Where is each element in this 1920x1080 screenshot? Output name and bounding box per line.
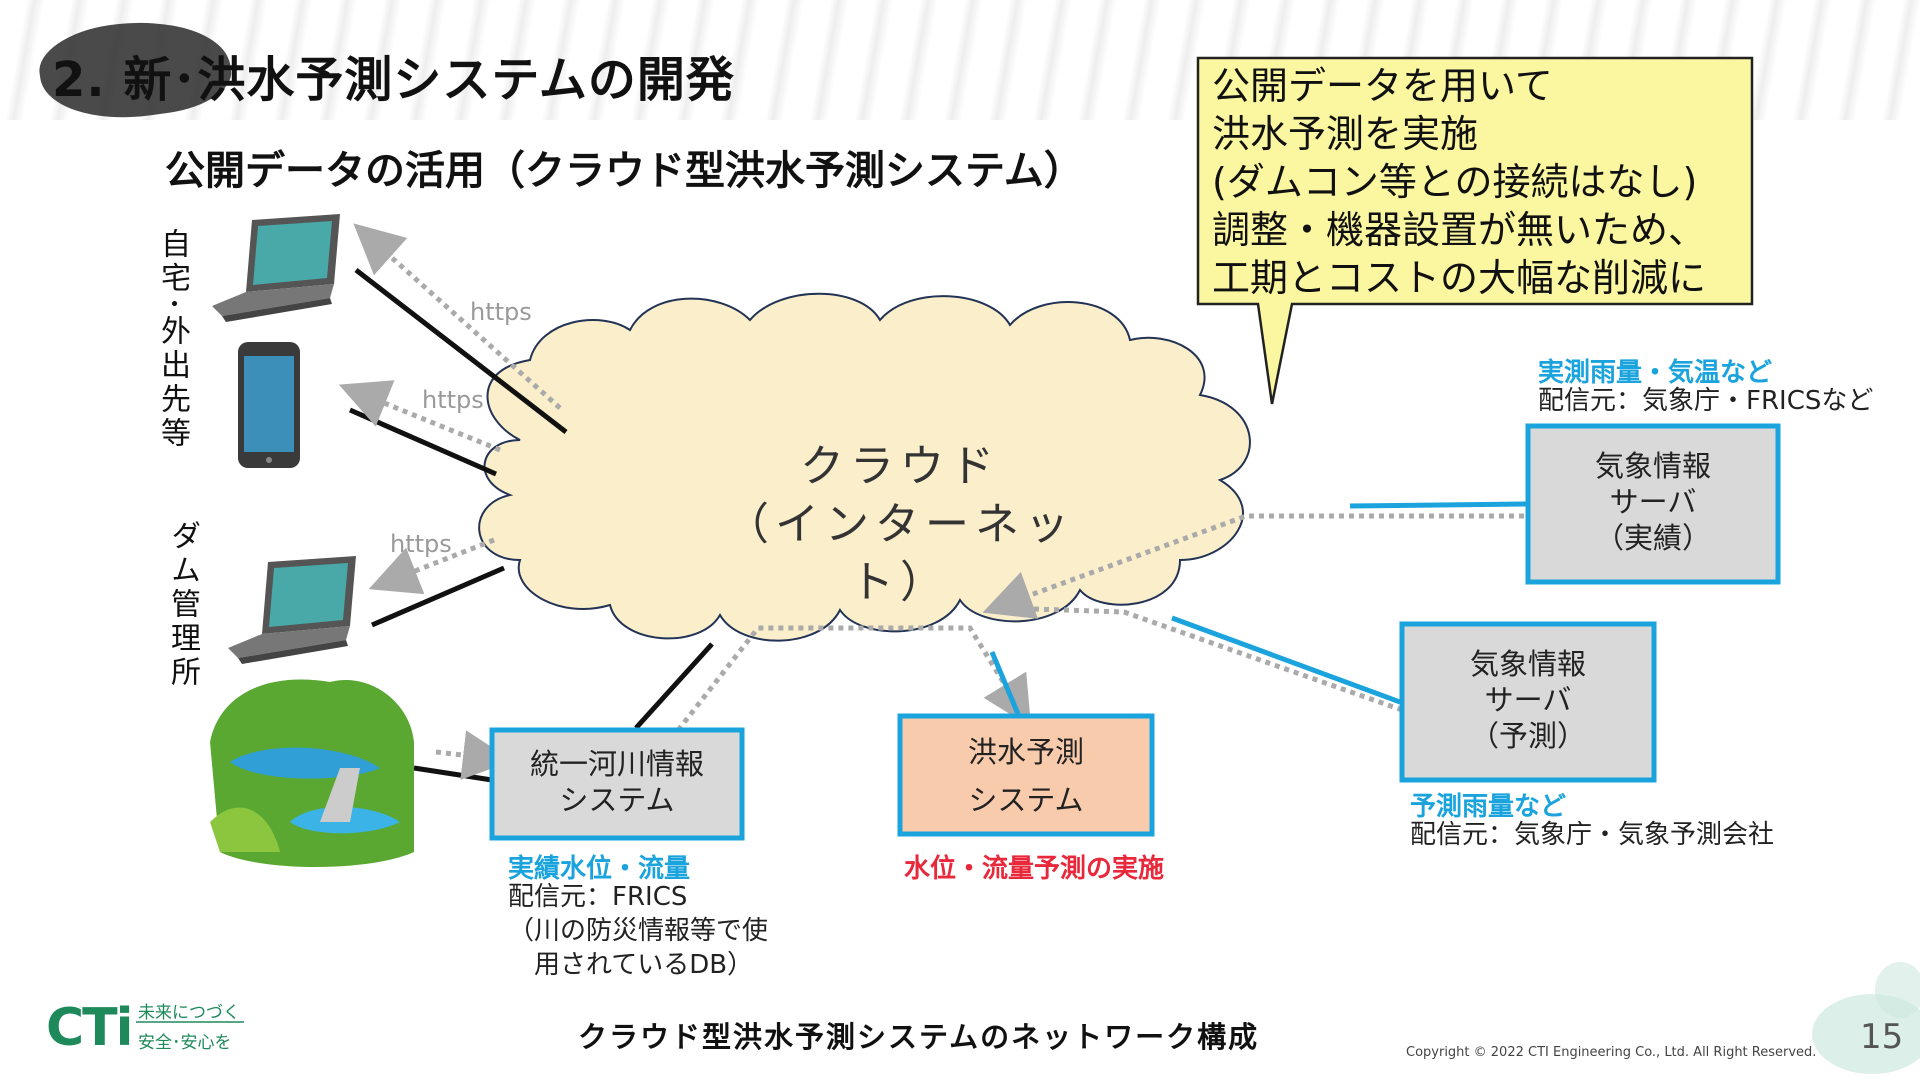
dam-landscape-icon [210, 679, 414, 867]
river-system-line1: 統一河川情報 [529, 747, 704, 781]
river-system-label: 統一河川情報 システム [492, 746, 742, 818]
river-source-2: （川の防災情報等で使 [508, 916, 769, 946]
copyright-text: Copyright © 2022 CTI Engineering Co., Lt… [1406, 1045, 1817, 1060]
weather-forecast-line2: サーバ [1484, 683, 1572, 717]
diagram-caption: クラウド型洪水予測システムのネットワーク構成 [578, 1020, 1260, 1054]
cloud-shape [478, 292, 1251, 642]
weather-actual-line3: （実績） [1594, 521, 1711, 555]
laptop-icon [212, 214, 340, 322]
river-title: 実績水位・流量 [508, 854, 691, 884]
river-source-3: 用されているDB） [534, 950, 754, 980]
flood-system-line2: システム [968, 783, 1084, 817]
weather-actual-label: 気象情報 サーバ （実績） [1528, 448, 1778, 556]
https-label: https [470, 298, 532, 326]
logo-tagline-1: 未来につづく [138, 1003, 240, 1023]
logo-tagline-2: 安全･安心を [138, 1033, 232, 1053]
weather-actual-box [1525, 423, 1781, 585]
https-label: https [390, 530, 452, 558]
weather-forecast-box [1399, 621, 1657, 783]
callout-line: 調整・機器設置が無いため、 [1212, 208, 1707, 252]
river-system-box [489, 727, 745, 841]
flood-system-box [897, 713, 1155, 837]
flood-system-line1: 洪水予測 [967, 735, 1084, 769]
weather-actual-line2: サーバ [1609, 485, 1697, 519]
right-connections [989, 501, 1527, 715]
company-logo: CTi [46, 998, 133, 1058]
callout-line: 洪水予測を実施 [1212, 112, 1479, 156]
callout-line: 公開データを用いて [1212, 64, 1553, 108]
footer-brush [1812, 962, 1920, 1074]
weather-forecast-line1: 気象情報 [1469, 647, 1586, 681]
actual-rain-title: 実測雨量・気温など [1538, 358, 1773, 388]
callout-text: 公開データを用いて 洪水予測を実施 (ダムコン等との接続はなし) 調整・機器設置… [1212, 62, 1706, 302]
smartphone-icon [238, 342, 300, 468]
slide-title: 2. 新･洪水予測システムの開発 [52, 52, 735, 108]
cloud-label: クラウド （インターネット） [690, 438, 1110, 612]
cloud-line1: クラウド [800, 441, 1000, 492]
dam-office-label: ダム管理所 [165, 520, 200, 690]
home-label: 自宅･外出先等 [155, 228, 190, 451]
river-source-1: 配信元：FRICS [508, 882, 688, 912]
laptop-icon [228, 556, 356, 664]
flood-system-label: 洪水予測 システム [900, 728, 1152, 824]
weather-forecast-line3: （予測） [1469, 719, 1586, 753]
flood-title: 水位・流量予測の実施 [904, 854, 1165, 884]
page-number: 15 [1860, 1017, 1904, 1057]
https-label: https [422, 386, 484, 414]
callout-line: (ダムコン等との接続はなし) [1212, 160, 1698, 204]
cloud-line2: （インターネット） [725, 499, 1075, 608]
actual-rain-source: 配信元：気象庁・FRICSなど [1538, 386, 1874, 416]
slide-subtitle: 公開データの活用（クラウド型洪水予測システム） [165, 148, 1084, 194]
callout-bubble [1196, 56, 1754, 405]
weather-forecast-label: 気象情報 サーバ （予測） [1402, 646, 1654, 754]
callout-line: 工期とコストの大幅な削減に [1212, 256, 1707, 300]
weather-actual-line1: 気象情報 [1594, 449, 1711, 483]
river-system-line2: システム [559, 783, 675, 817]
forecast-rain-title: 予測雨量など [1410, 792, 1567, 822]
https-arrows [338, 223, 1524, 780]
forecast-rain-source: 配信元：気象庁・気象予測会社 [1410, 820, 1775, 850]
